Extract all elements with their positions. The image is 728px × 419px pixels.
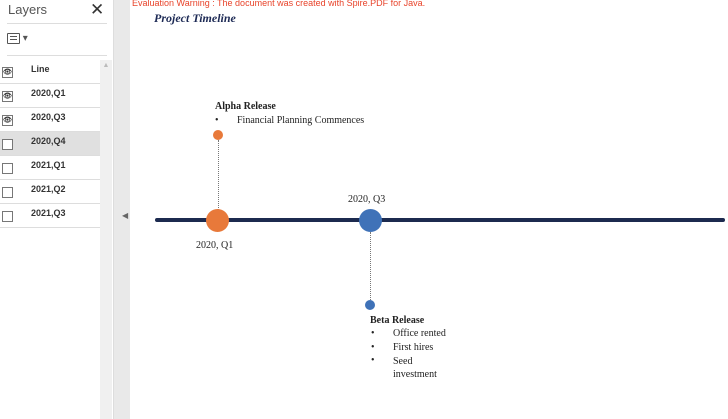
chevron-down-icon: ▾: [22, 33, 28, 45]
visibility-checkbox[interactable]: [2, 139, 13, 150]
layer-label: 2021,Q2: [31, 184, 66, 194]
beta-node: [359, 209, 382, 232]
layer-label: 2021,Q1: [31, 160, 66, 170]
list-view-icon: [7, 33, 20, 44]
beta-marker: [365, 300, 375, 310]
layer-label: 2021,Q3: [31, 208, 66, 218]
close-icon[interactable]: ✕: [90, 0, 105, 19]
beta-bullet: Seed investment: [393, 356, 437, 380]
layer-row[interactable]: 2021,Q2: [0, 180, 100, 204]
layer-row[interactable]: 2021,Q3: [0, 204, 100, 228]
layer-row[interactable]: 2020,Q4: [0, 132, 100, 156]
beta-connector: [370, 232, 371, 300]
eye-icon[interactable]: 👁: [2, 91, 13, 102]
beta-bullet: Office rented: [393, 328, 446, 339]
visibility-checkbox[interactable]: [2, 211, 13, 222]
bullet: •: [371, 342, 375, 353]
layer-label: Line: [31, 64, 50, 74]
layer-row[interactable]: 👁 Line: [0, 60, 100, 84]
divider: [7, 55, 107, 56]
collapse-arrow-icon[interactable]: ◀: [122, 211, 129, 220]
visibility-checkbox[interactable]: [2, 163, 13, 174]
alpha-connector: [218, 140, 219, 210]
layer-label: 2020,Q4: [31, 136, 66, 146]
divider: [7, 23, 107, 24]
visibility-checkbox[interactable]: [2, 187, 13, 198]
layer-row[interactable]: 2021,Q1: [0, 156, 100, 180]
alpha-bullet: Financial Planning Commences: [237, 115, 365, 126]
layer-row[interactable]: 👁 2020,Q1: [0, 84, 100, 108]
bullet: •: [215, 115, 219, 126]
panel-splitter[interactable]: ◀: [113, 0, 130, 419]
alpha-node: [206, 209, 229, 232]
scrollbar[interactable]: ▲: [100, 60, 112, 419]
beta-date: 2020, Q3: [348, 194, 386, 205]
alpha-date: 2020, Q1: [196, 240, 234, 251]
scroll-up-icon[interactable]: ▲: [102, 62, 110, 69]
bullet: •: [371, 328, 375, 339]
beta-heading: Beta Release: [370, 315, 425, 326]
eye-icon[interactable]: 👁: [2, 67, 13, 78]
beta-bullet: First hires: [393, 342, 434, 353]
panel-title: Layers: [8, 2, 48, 17]
eye-icon[interactable]: 👁: [2, 115, 13, 126]
timeline-line: [155, 218, 725, 222]
view-options-button[interactable]: ▾: [7, 33, 37, 47]
alpha-heading: Alpha Release: [215, 101, 276, 112]
evaluation-warning: Evaluation Warning : The document was cr…: [132, 0, 426, 8]
layer-label: 2020,Q3: [31, 112, 66, 122]
layer-label: 2020,Q1: [31, 88, 66, 98]
document-page: Evaluation Warning : The document was cr…: [130, 0, 728, 419]
layers-list: 👁 Line 👁 2020,Q1 👁 2020,Q3 2020,Q4 2021,Q1 2021,…: [0, 60, 100, 228]
layers-panel: Layers ✕ ▾ 👁 Line 👁 2020,Q1 👁 2020,Q3 2020,Q4 2…: [0, 0, 113, 419]
alpha-marker: [213, 130, 223, 140]
page-title: Project Timeline: [154, 11, 236, 25]
bullet: •: [371, 355, 375, 366]
layer-row[interactable]: 👁 2020,Q3: [0, 108, 100, 132]
